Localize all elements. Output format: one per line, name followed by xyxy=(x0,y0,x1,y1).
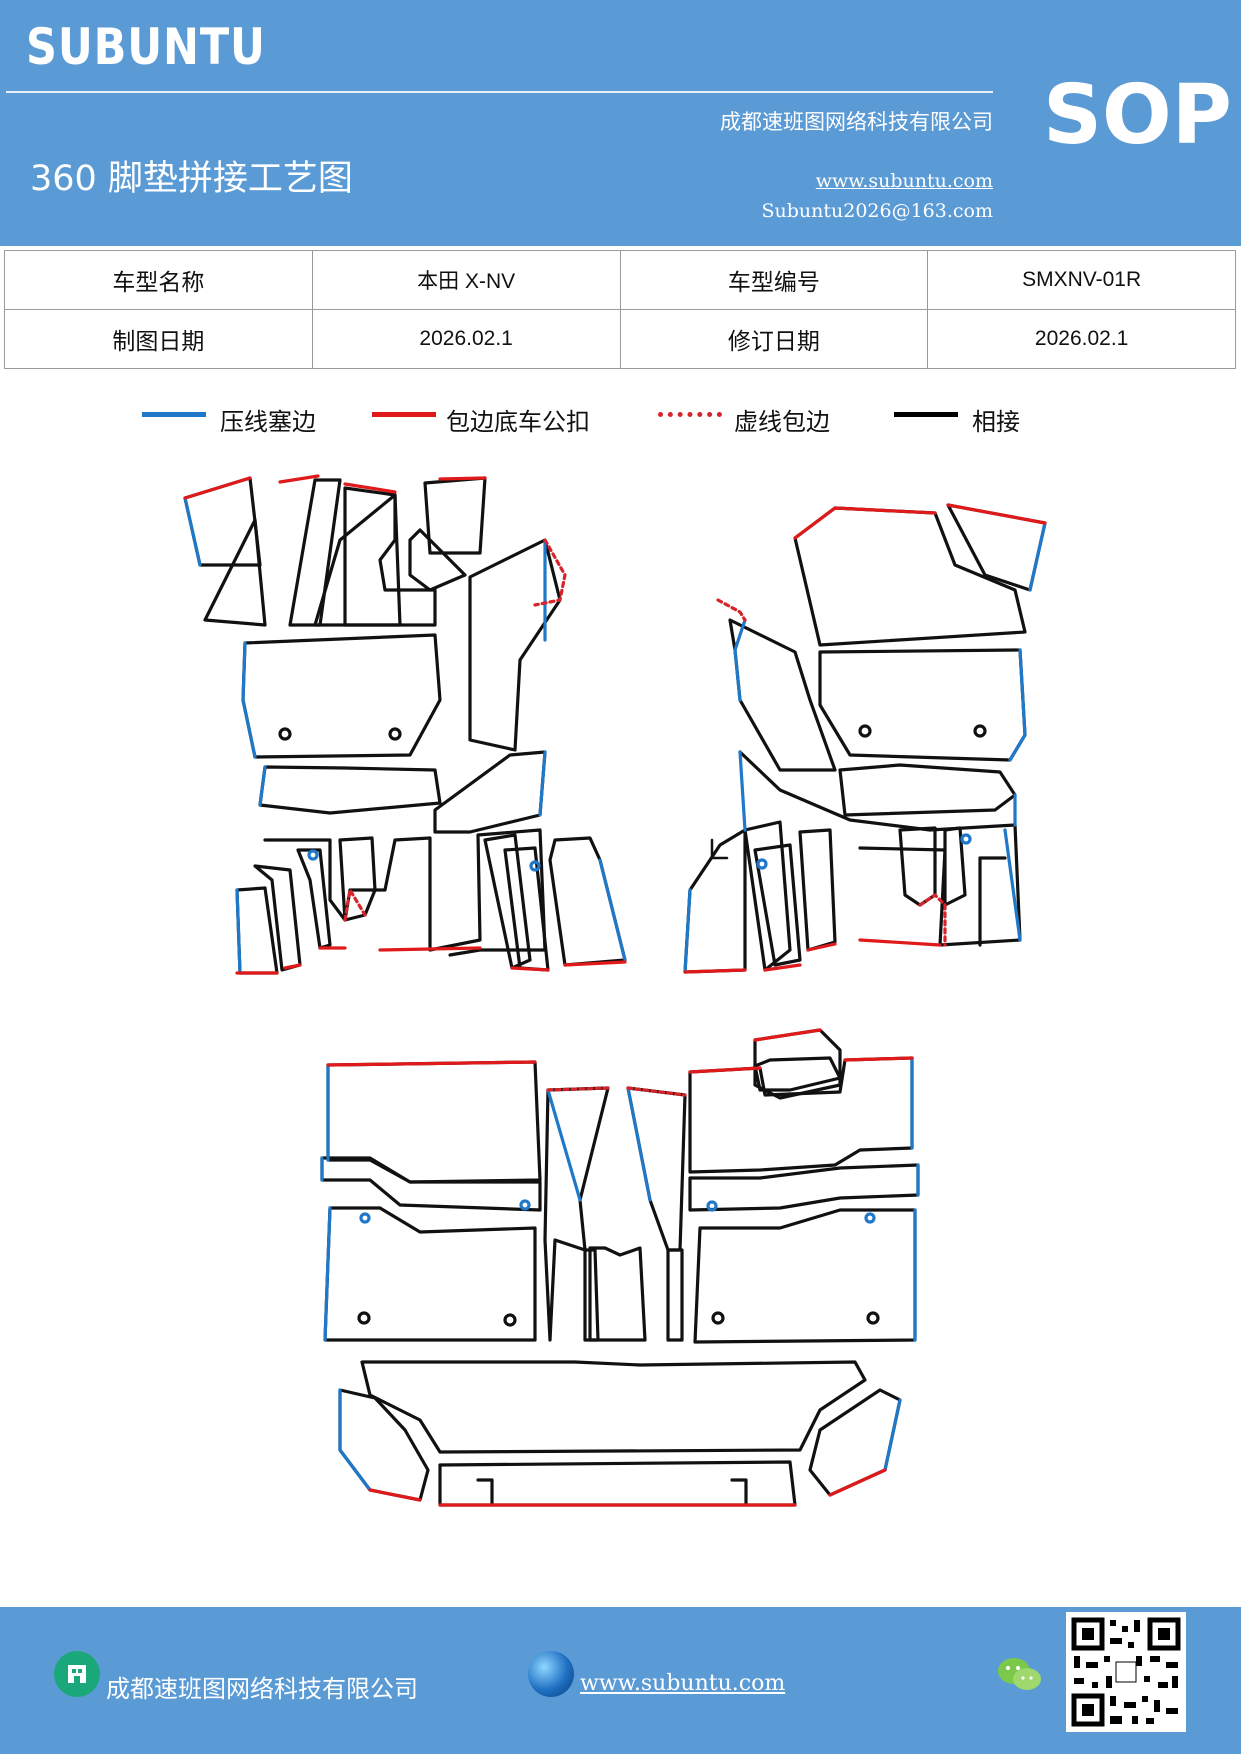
globe-icon xyxy=(528,1651,574,1697)
company-name: 成都速班图网络科技有限公司 xyxy=(720,110,993,134)
model-name-value: 本田 X-NV xyxy=(311,250,621,310)
model-name-label: 车型名称 xyxy=(4,250,313,310)
legend-swatch-black xyxy=(894,412,958,417)
footer-company-name: 成都速班图网络科技有限公司 xyxy=(106,1675,418,1703)
legend-label: 包边底车公扣 xyxy=(446,408,590,436)
draw-date-label: 制图日期 xyxy=(4,309,313,369)
revision-date-label: 修订日期 xyxy=(619,309,929,369)
legend-label: 虚线包边 xyxy=(734,408,830,436)
revision-date-value: 2026.02.1 xyxy=(927,309,1236,369)
building-icon xyxy=(54,1651,100,1697)
email-address: Subuntu2026@163.com xyxy=(761,200,993,222)
vehicle-info-table: 车型名称 本田 X-NV 车型编号 SMXNV-01R 制图日期 2026.02… xyxy=(4,250,1236,369)
legend-label: 压线塞边 xyxy=(220,408,316,436)
legend-swatch-red xyxy=(372,412,436,417)
floor-mat-diagram xyxy=(183,474,1047,1507)
header-divider xyxy=(6,91,993,93)
model-code-label: 车型编号 xyxy=(619,250,929,310)
header-banner: SUBUNTU 成都速班图网络科技有限公司 360 脚垫拼接工艺图 www.su… xyxy=(0,0,1241,246)
footer-banner: 成都速班图网络科技有限公司 www.subuntu.com xyxy=(0,1607,1241,1754)
model-code-value: SMXNV-01R xyxy=(927,250,1236,310)
website-link[interactable]: www.subuntu.com xyxy=(815,170,993,192)
draw-date-value: 2026.02.1 xyxy=(311,309,621,369)
table-row: 车型名称 本田 X-NV 车型编号 SMXNV-01R xyxy=(4,250,1236,310)
legend-swatch-dotted xyxy=(658,412,722,417)
qr-code[interactable] xyxy=(1066,1612,1186,1732)
legend-label: 相接 xyxy=(972,408,1020,436)
table-row: 制图日期 2026.02.1 修订日期 2026.02.1 xyxy=(4,309,1236,369)
footer-website-link[interactable]: www.subuntu.com xyxy=(580,1671,786,1696)
wechat-icon xyxy=(996,1655,1044,1695)
legend-swatch-blue xyxy=(142,412,206,417)
document-title: 360 脚垫拼接工艺图 xyxy=(30,159,353,199)
brand-logo: SUBUNTU xyxy=(26,18,266,76)
sop-badge: SOP xyxy=(1043,68,1232,163)
